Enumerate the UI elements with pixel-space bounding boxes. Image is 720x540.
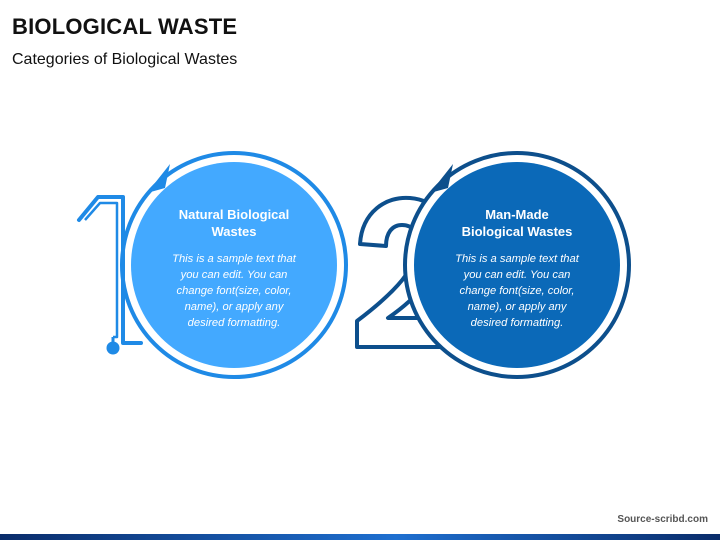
arrowhead-icon xyxy=(147,164,170,193)
card-body-text: This is a sample text that you can edit.… xyxy=(455,253,579,329)
page-subtitle: Categories of Biological Wastes xyxy=(12,51,238,68)
ring-1-fill xyxy=(131,162,337,368)
category-card-man-made: Man-Made Biological Wastes This is a sam… xyxy=(417,206,617,331)
ring-1-outer xyxy=(120,151,348,379)
ring-2-fill xyxy=(414,162,620,368)
arrowhead-icon xyxy=(430,164,453,193)
numeral-1-outline xyxy=(77,195,143,345)
category-card-natural: Natural Biological Wastes This is a samp… xyxy=(134,206,334,331)
card-title: Man-Made Biological Wastes xyxy=(461,207,573,239)
footer-bar xyxy=(0,534,720,540)
source-credit: Source-scribd.com xyxy=(617,514,708,525)
numeral-1-inner-outline xyxy=(84,201,119,339)
page-title: BIOLOGICAL WASTE xyxy=(12,14,238,39)
card-body-text: This is a sample text that you can edit.… xyxy=(172,253,296,329)
card-title: Natural Biological Wastes xyxy=(178,207,290,239)
numeral-1-dot xyxy=(106,341,120,355)
